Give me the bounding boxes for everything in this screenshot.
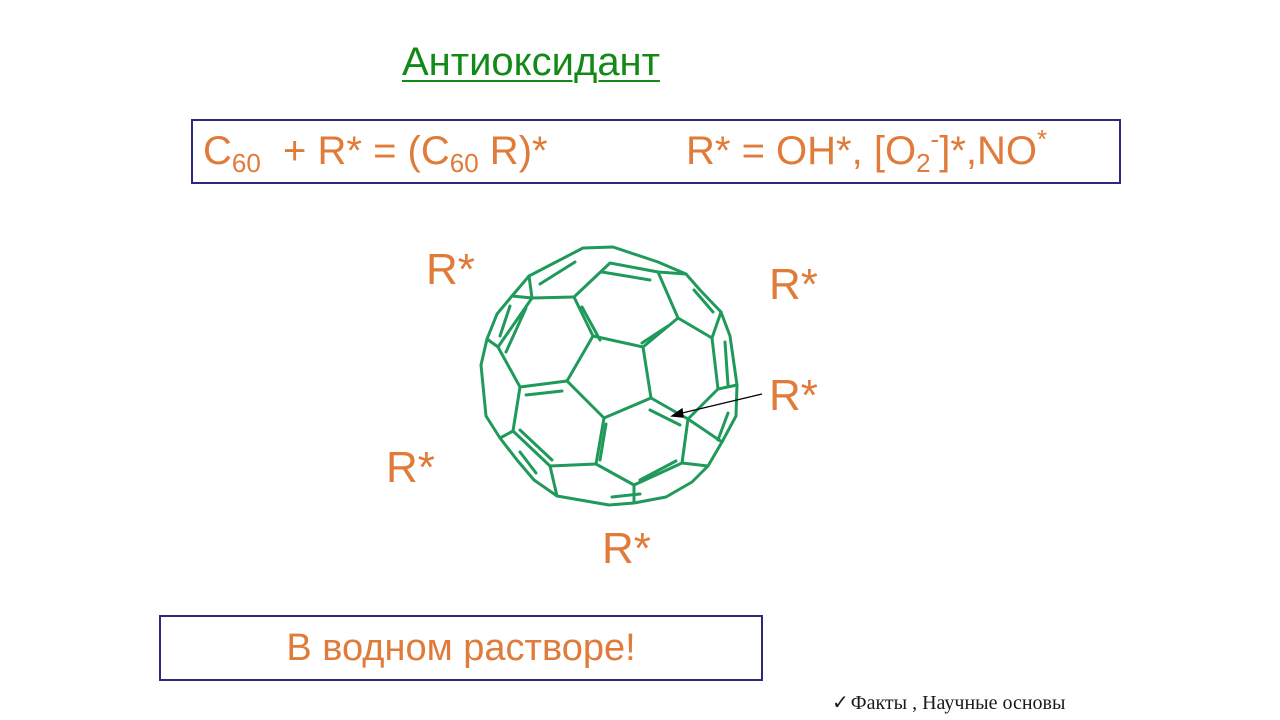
- radical-bottom-left: R*: [386, 443, 435, 492]
- formula-c: C: [203, 129, 232, 173]
- formula-sub-60-second: 60: [449, 148, 479, 178]
- radical-bottom: R*: [602, 524, 651, 573]
- radical-middle-right: R*: [769, 371, 818, 420]
- radical-sup-star: *: [1037, 124, 1048, 154]
- formula-sub-60: 60: [231, 148, 261, 178]
- aqueous-solution-text: В водном растворе!: [286, 626, 636, 669]
- formula-plus-r: + R* = (C: [260, 129, 450, 173]
- arrow-head-icon: [670, 407, 684, 418]
- footer-link[interactable]: ✓Факты , Научные основы: [832, 690, 1065, 715]
- aqueous-solution-box: В водном растворе!: [159, 615, 763, 681]
- radical-def-text: R* = OH*, [O: [686, 129, 917, 173]
- slide-title: Антиоксидант: [402, 40, 660, 84]
- formula-box: C60 + R* = (C60 R)* R* = OH*, [O2-]*,NO*: [191, 119, 1121, 184]
- check-icon: ✓: [832, 692, 849, 714]
- radical-sub-2: 2: [916, 148, 931, 178]
- radical-definition: R* = OH*, [O2-]*,NO*: [686, 126, 1047, 176]
- footer-text: Факты , Научные основы: [850, 692, 1066, 714]
- formula-r-close: R)*: [478, 129, 548, 173]
- radical-top-left: R*: [426, 245, 475, 294]
- radical-bracket-no: ]*,NO: [939, 129, 1037, 173]
- attack-arrow: [677, 393, 763, 415]
- radical-sup-minus: -: [930, 124, 940, 154]
- reaction-formula: C60 + R* = (C60 R)*: [203, 129, 548, 176]
- radical-top-right: R*: [769, 260, 818, 309]
- fullerene-outline: [479, 245, 739, 507]
- central-pentagon: [565, 334, 653, 420]
